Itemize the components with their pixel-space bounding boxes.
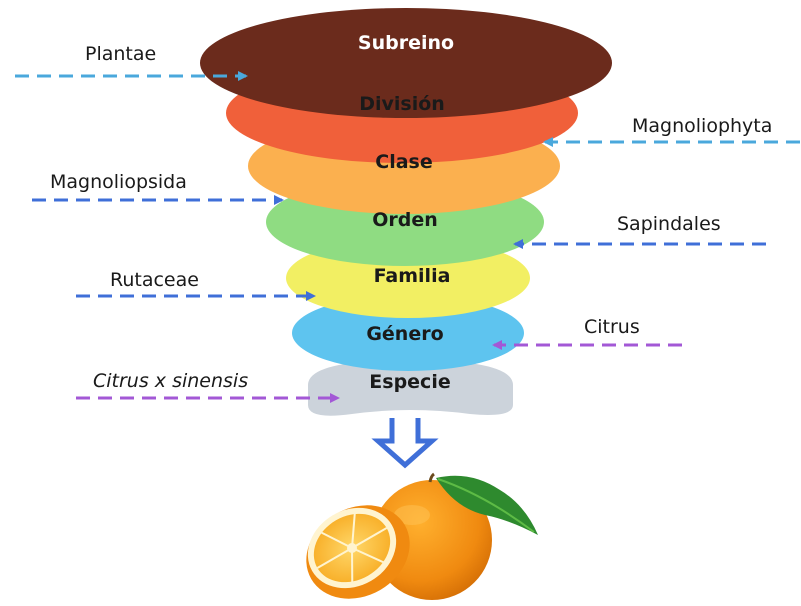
rank-label-orden: Orden xyxy=(372,209,438,231)
rank-label-division: División xyxy=(359,93,445,115)
classification-label-genero: Citrus xyxy=(584,316,640,338)
orange-fruit-icon xyxy=(306,472,538,600)
classification-label-clase: Magnoliopsida xyxy=(50,171,187,193)
result-arrow-icon xyxy=(371,418,439,469)
layer-especie-shape xyxy=(308,360,513,416)
rank-label-especie: Especie xyxy=(369,371,450,393)
classification-label-subreino: Plantae xyxy=(85,43,156,65)
layer-genero xyxy=(292,295,524,371)
classification-label-orden: Sapindales xyxy=(617,213,721,235)
rank-label-subreino: Subreino xyxy=(358,32,454,54)
rank-label-familia: Familia xyxy=(374,265,451,287)
rank-label-genero: Género xyxy=(366,323,443,345)
classification-label-familia: Rutaceae xyxy=(110,269,199,291)
layer-subreino-shape xyxy=(200,8,612,118)
classification-label-division: Magnoliophyta xyxy=(632,115,772,137)
layer-subreino xyxy=(200,8,612,118)
layer-genero-shape xyxy=(292,295,524,371)
rank-label-clase: Clase xyxy=(375,151,432,173)
layer-especie xyxy=(308,360,513,416)
classification-label-especie: Citrus x sinensis xyxy=(93,370,248,392)
